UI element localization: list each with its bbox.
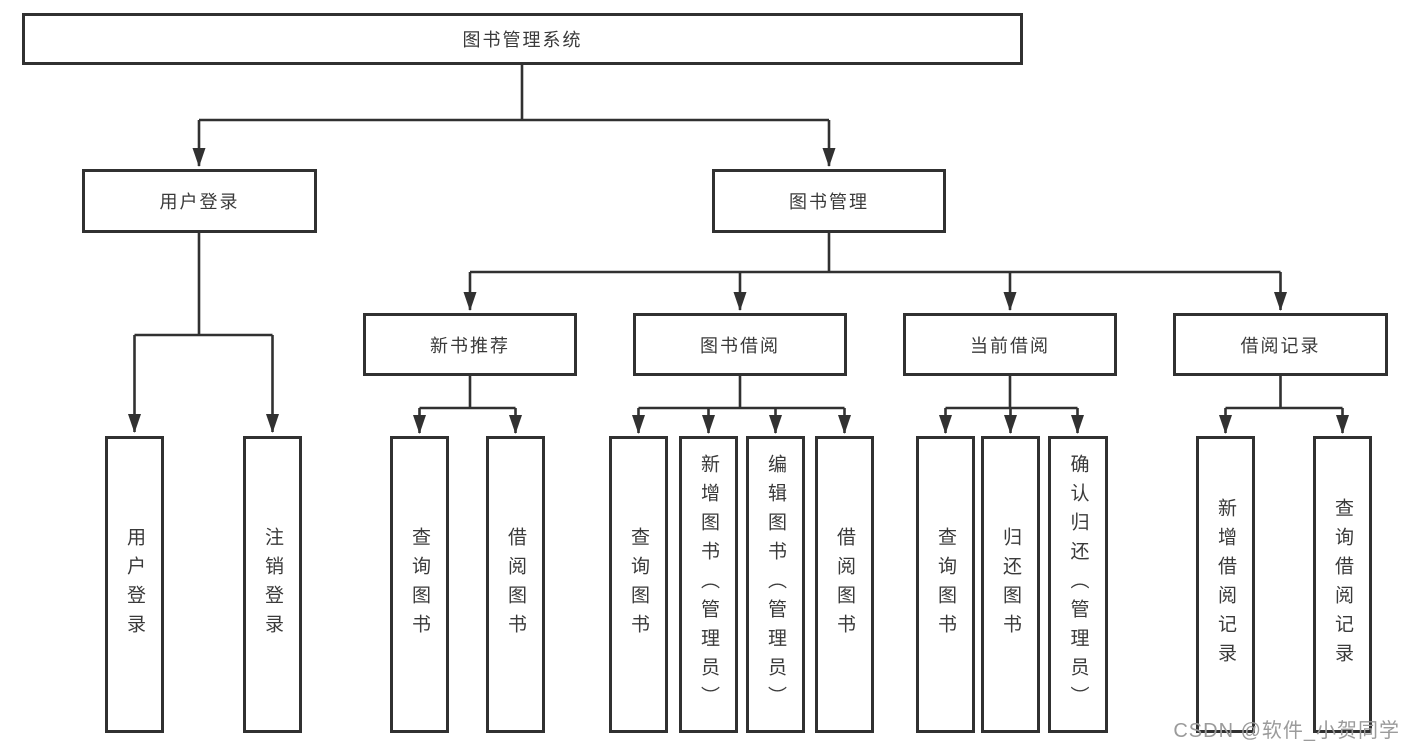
node-book-borrowing-label: 图书借阅: [700, 335, 780, 356]
leaf-user-login-label: 用户登录: [124, 526, 145, 643]
leaf-user-login: 用户登录: [105, 436, 164, 733]
node-user-login-label: 用户登录: [159, 192, 240, 212]
leaf-query-books-recommend-label: 查询图书: [409, 526, 430, 643]
node-borrowing-records-label: 借阅记录: [1240, 335, 1321, 356]
leaf-return-books: 归还图书: [981, 436, 1040, 733]
leaf-query-books-current: 查询图书: [916, 436, 975, 733]
leaf-query-borrow-record-label: 查询借阅记录: [1332, 497, 1353, 672]
leaf-borrow-books-label: 借阅图书: [834, 526, 855, 643]
node-library-system: 图书管理系统: [22, 13, 1023, 65]
leaf-edit-books-admin-label: 编辑图书（管理员）: [765, 454, 786, 715]
node-new-book-recommend-label: 新书推荐: [430, 335, 510, 356]
leaf-add-books-admin-label: 新增图书（管理员）: [698, 454, 719, 715]
node-borrowing-records: 借阅记录: [1173, 313, 1388, 376]
leaf-logout-label: 注销登录: [262, 526, 283, 643]
leaf-query-books-recommend: 查询图书: [390, 436, 449, 733]
leaf-add-borrow-record: 新增借阅记录: [1196, 436, 1255, 733]
leaf-return-books-label: 归还图书: [1000, 526, 1021, 643]
leaf-query-books-borrowing: 查询图书: [609, 436, 668, 733]
leaf-logout: 注销登录: [243, 436, 302, 733]
node-current-borrowing: 当前借阅: [903, 313, 1117, 376]
leaf-confirm-return-admin-label: 确认归还（管理员）: [1067, 454, 1089, 715]
csdn-watermark: CSDN @软件_小贺同学: [1173, 720, 1400, 742]
node-new-book-recommend: 新书推荐: [363, 313, 577, 376]
leaf-add-borrow-record-label: 新增借阅记录: [1215, 497, 1236, 672]
node-library-system-label: 图书管理系统: [462, 30, 583, 50]
leaf-add-books-admin: 新增图书（管理员）: [679, 436, 738, 733]
node-book-management: 图书管理: [712, 169, 946, 233]
node-user-login: 用户登录: [82, 169, 317, 233]
leaf-edit-books-admin: 编辑图书（管理员）: [746, 436, 805, 733]
node-book-management-label: 图书管理: [789, 192, 869, 212]
leaf-query-books-borrowing-label: 查询图书: [628, 526, 649, 643]
leaf-query-borrow-record: 查询借阅记录: [1313, 436, 1372, 733]
leaf-borrow-books: 借阅图书: [815, 436, 874, 733]
leaf-borrow-books-recommend-label: 借阅图书: [505, 526, 526, 643]
leaf-borrow-books-recommend: 借阅图书: [486, 436, 545, 733]
node-book-borrowing: 图书借阅: [633, 313, 847, 376]
node-current-borrowing-label: 当前借阅: [970, 335, 1050, 356]
leaf-query-books-current-label: 查询图书: [935, 526, 956, 643]
leaf-confirm-return-admin: 确认归还（管理员）: [1048, 436, 1108, 733]
